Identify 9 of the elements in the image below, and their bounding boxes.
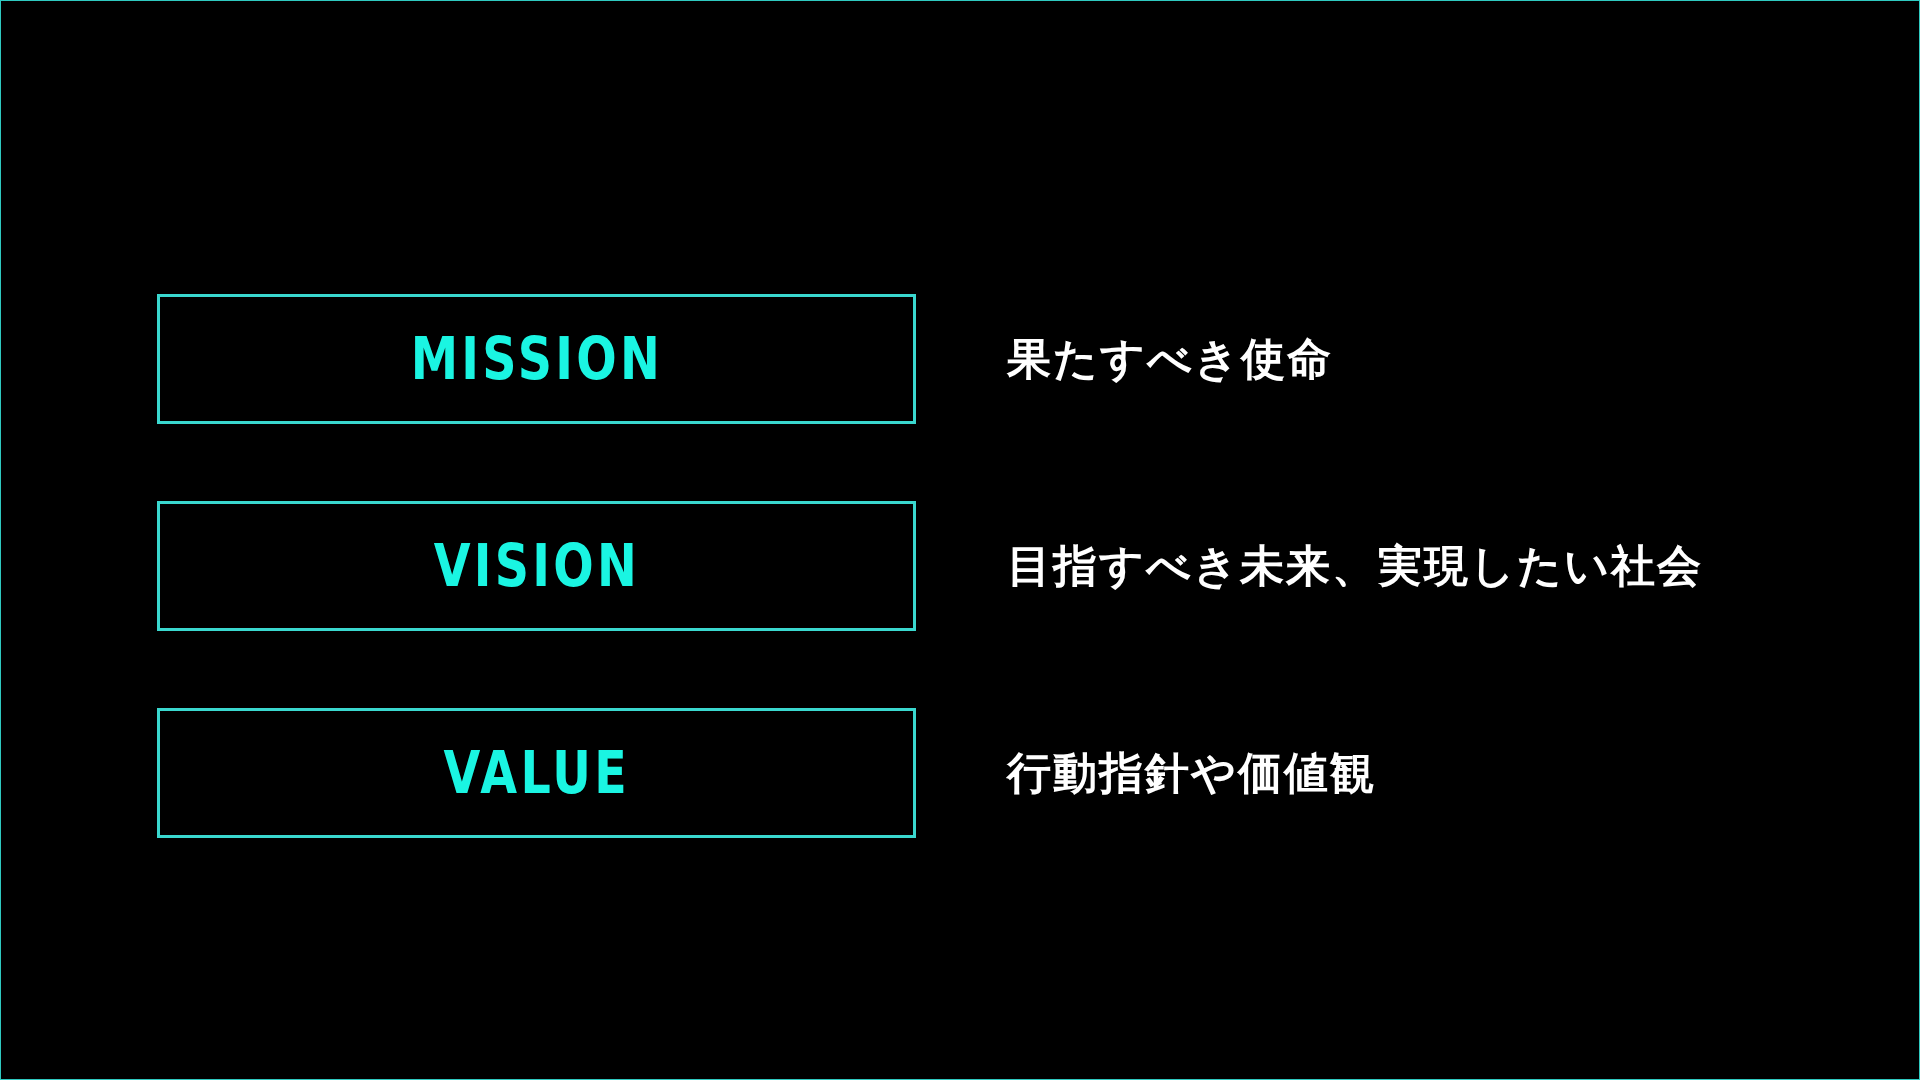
description-text: 果たすべき使命 — [1007, 331, 1333, 386]
label-box — [157, 294, 916, 424]
label-box — [157, 708, 916, 838]
description-text: 目指すべき未来、実現したい社会 — [1007, 538, 1703, 593]
box-title: VISION — [433, 532, 640, 600]
box-title: MISSION — [410, 325, 663, 393]
label-box — [157, 501, 916, 631]
box-title: VALUE — [443, 739, 630, 807]
description-text: 行動指針や価値観 — [1007, 745, 1376, 800]
